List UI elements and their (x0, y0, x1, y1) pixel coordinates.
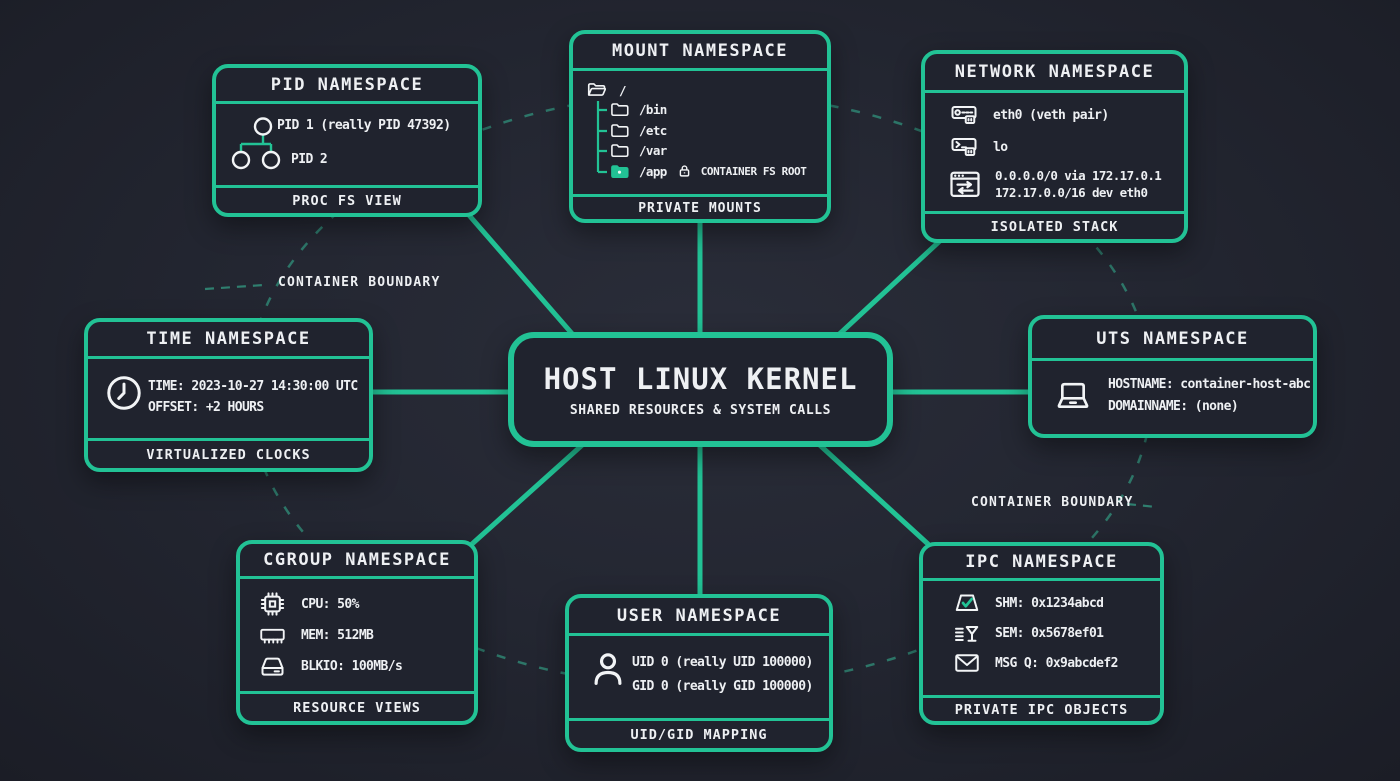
box-footer: PROC FS VIEW (216, 185, 478, 213)
loopback-terminal-icon (951, 137, 977, 157)
network-row: eth0 (veth pair) (947, 100, 1109, 130)
box-title: USER NAMESPACE (569, 598, 829, 636)
box-footer: RESOURCE VIEWS (240, 691, 474, 721)
folder-icon (611, 124, 629, 138)
laptop-icon (1057, 382, 1089, 408)
tree-label: /app (639, 163, 667, 179)
tree-label: /var (639, 142, 667, 158)
container-boundary-label: CONTAINER BOUNDARY (278, 275, 441, 290)
boundary-pointer-dash (1126, 502, 1157, 509)
route-table-icon (950, 171, 980, 197)
network-route-lines: 0.0.0.0/0 via 172.17.0.1 172.17.0.0/16 d… (995, 167, 1162, 201)
pid-namespace-box: PID NAMESPACE PID 1 (really PID 47392) P… (212, 64, 482, 217)
time-lines: TIME: 2023-10-27 14:30:00 UTC OFFSET: +2… (148, 376, 358, 418)
boundary-pointer-dash (204, 283, 265, 291)
mount-namespace-box: MOUNT NAMESPACE / /b (569, 30, 831, 223)
clock-icon (107, 376, 141, 410)
box-footer: PRIVATE MOUNTS (573, 194, 827, 219)
pid-row: PID 1 (really PID 47392) (277, 118, 451, 133)
shared-memory-icon (955, 594, 979, 611)
fs-root-badge: CONTAINER FS ROOT (700, 164, 807, 178)
network-namespace-box: NETWORK NAMESPACE eth0 (veth pair) (921, 50, 1188, 243)
ipc-row: MSG Q: 0x9abcdef2 (951, 648, 1118, 678)
tree-label: /etc (639, 122, 667, 138)
domainname-value: DOMAINNAME: (none) (1108, 399, 1239, 414)
cgroup-row: MEM: 512MB (256, 620, 374, 650)
ipc-row: SHM: 0x1234abcd (951, 588, 1104, 618)
folder-icon (611, 103, 629, 117)
ipc-row-text: SHM: 0x1234abcd (995, 595, 1104, 611)
box-footer: ISOLATED STACK (925, 211, 1184, 239)
cgroup-row-text: CPU: 50% (301, 596, 359, 612)
cgroup-row: BLKIO: 100MB/s (256, 650, 403, 682)
container-boundary-label: CONTAINER BOUNDARY (971, 495, 1134, 510)
tree-row: /etc (609, 120, 667, 140)
box-footer: PRIVATE IPC OBJECTS (923, 695, 1160, 721)
kernel-title: HOST LINUX KERNEL (543, 361, 858, 396)
tree-label: /bin (639, 101, 667, 117)
cgroup-namespace-box: CGROUP NAMESPACE CPU: 50% (236, 540, 478, 725)
folder-icon (611, 144, 629, 158)
open-folder-icon (587, 83, 607, 96)
user-namespace-box: USER NAMESPACE UID 0 (really UID 100000)… (565, 594, 833, 752)
uts-lines: HOSTNAME: container-host-abc DOMAINNAME:… (1108, 374, 1311, 418)
box-title: NETWORK NAMESPACE (925, 54, 1184, 93)
tree-row: /var (609, 140, 667, 160)
box-footer: VIRTUALIZED CLOCKS (88, 438, 369, 468)
lock-icon (676, 162, 693, 180)
ipc-namespace-box: IPC NAMESPACE SHM: 0x1234abcd SEM: 0x567… (919, 542, 1164, 725)
cgroup-row-text: BLKIO: 100MB/s (301, 658, 403, 674)
tree-row-app: /app CONTAINER FS ROOT (609, 161, 807, 181)
host-kernel-node: HOST LINUX KERNEL SHARED RESOURCES & SYS… (508, 332, 893, 447)
user-icon (594, 653, 622, 685)
box-title: PID NAMESPACE (216, 68, 478, 104)
ram-icon (260, 628, 285, 644)
cpu-icon (260, 592, 285, 616)
gid-mapping: GID 0 (really GID 100000) (632, 679, 813, 694)
time-value: TIME: 2023-10-27 14:30:00 UTC (148, 379, 358, 394)
box-title: MOUNT NAMESPACE (573, 34, 827, 71)
cgroup-row-text: MEM: 512MB (301, 627, 374, 643)
process-tree-icon (231, 117, 281, 170)
time-offset: OFFSET: +2 HOURS (148, 400, 264, 415)
pid-row: PID 2 (291, 152, 328, 167)
uts-namespace-box: UTS NAMESPACE HOSTNAME: container-host-a… (1028, 315, 1317, 438)
network-row-text: eth0 (veth pair) (993, 107, 1109, 123)
route-line: 172.17.0.0/16 dev eth0 (995, 185, 1148, 200)
app-folder-icon (611, 165, 629, 179)
disk-icon (261, 657, 284, 676)
box-title: UTS NAMESPACE (1032, 319, 1313, 361)
hostname-value: HOSTNAME: container-host-abc (1108, 377, 1311, 392)
tree-label: / (619, 82, 627, 98)
tree-row-root: / (585, 79, 627, 101)
ipc-row-text: MSG Q: 0x9abcdef2 (995, 655, 1118, 671)
kernel-subtitle: SHARED RESOURCES & SYSTEM CALLS (569, 402, 832, 418)
mount-tree-connectors (596, 101, 607, 174)
uid-mapping: UID 0 (really UID 100000) (632, 655, 813, 670)
box-title: IPC NAMESPACE (923, 546, 1160, 581)
route-line: 0.0.0.0/0 via 172.17.0.1 (995, 168, 1162, 183)
tree-row: /bin (609, 99, 667, 119)
semaphore-icon (955, 626, 979, 642)
cgroup-row: CPU: 50% (256, 588, 359, 620)
time-namespace-box: TIME NAMESPACE TIME: 2023-10-27 14:30:00… (84, 318, 373, 472)
ipc-row: SEM: 0x5678ef01 (951, 618, 1104, 648)
box-title: TIME NAMESPACE (88, 322, 369, 359)
ipc-row-text: SEM: 0x5678ef01 (995, 625, 1104, 641)
box-footer: UID/GID MAPPING (569, 718, 829, 748)
message-queue-icon (955, 654, 979, 672)
box-title: CGROUP NAMESPACE (240, 544, 474, 579)
nic-icon (951, 105, 977, 125)
user-lines: UID 0 (really UID 100000) GID 0 (really … (632, 651, 813, 699)
network-row-text: lo (993, 139, 1008, 155)
network-row: lo (947, 132, 1008, 162)
network-row: 0.0.0.0/0 via 172.17.0.1 172.17.0.0/16 d… (947, 165, 1162, 203)
